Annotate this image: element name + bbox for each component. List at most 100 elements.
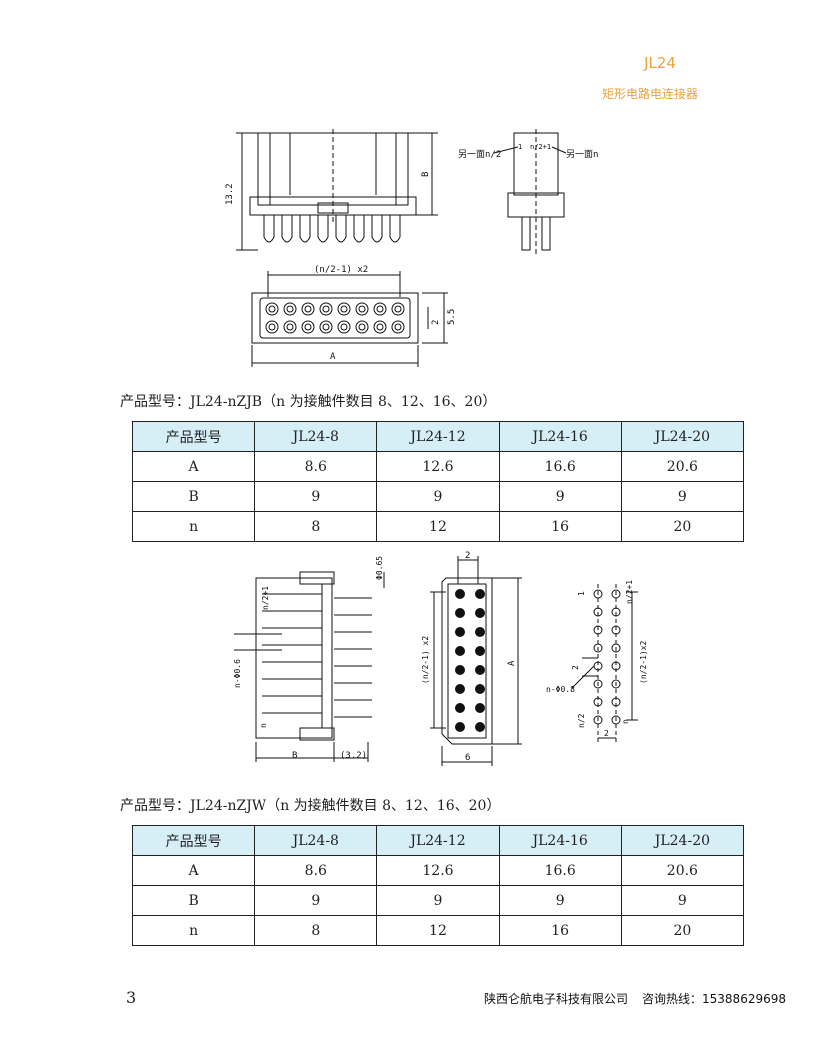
spec-table-nzjb: 产品型号 JL24-8 JL24-12 JL24-16 JL24-20 A 8.… bbox=[131, 421, 745, 542]
contact-hole bbox=[455, 608, 465, 618]
contact-hole bbox=[455, 646, 465, 656]
contact-hole-inner bbox=[322, 305, 330, 313]
table-cell: 9 bbox=[376, 481, 500, 512]
header-cell: JL24-8 bbox=[254, 825, 378, 856]
table-cell: 9 bbox=[254, 885, 378, 916]
contact-hole-inner bbox=[340, 305, 348, 313]
pin-contact bbox=[299, 215, 311, 243]
contact-hole bbox=[283, 320, 297, 334]
table-cell: B bbox=[131, 885, 256, 916]
pcb-hole bbox=[611, 625, 621, 635]
dim-a-label: A bbox=[330, 352, 336, 362]
contact-hole bbox=[455, 665, 465, 675]
contact-hole-inner bbox=[358, 305, 366, 313]
table-row: n 8 12 16 20 bbox=[131, 511, 745, 542]
table-cell: 12 bbox=[376, 915, 500, 946]
table-cell: 16.6 bbox=[498, 855, 622, 886]
dim-width-label: 5.5 bbox=[447, 309, 457, 325]
contact-hole bbox=[475, 608, 485, 618]
contact-hole bbox=[475, 665, 485, 675]
table-row: n 8 12 16 20 bbox=[131, 915, 745, 946]
table-row: B 9 9 9 9 bbox=[131, 481, 745, 512]
table-cell: 20.6 bbox=[620, 451, 745, 482]
table-cell: A bbox=[131, 451, 256, 482]
pcb-hole: n-Φ0.8 bbox=[546, 685, 575, 694]
table-cell: 12 bbox=[376, 511, 500, 542]
header-cell: JL24-16 bbox=[498, 421, 622, 452]
side-label-left: 另一面n/2 bbox=[458, 149, 501, 160]
table-cell: A bbox=[131, 855, 256, 886]
dim-b-label: B bbox=[421, 172, 431, 177]
hotline: 咨询热线：15388629698 bbox=[642, 992, 786, 1006]
pcb-hole bbox=[593, 661, 603, 671]
front-pitch: (n/2-1) x2 bbox=[421, 636, 430, 684]
contact-hole bbox=[355, 302, 369, 316]
table-cell: 8.6 bbox=[254, 855, 378, 886]
table-cell: n bbox=[131, 915, 256, 946]
contact-hole-inner bbox=[286, 305, 294, 313]
pin-contact bbox=[335, 215, 347, 243]
caption-nzjw: 产品型号：JL24-nZJW（n 为接触件数目 8、12、16、20） bbox=[120, 798, 501, 814]
caption-nzjb: 产品型号：JL24-nZJB（n 为接触件数目 8、12、16、20） bbox=[120, 394, 497, 410]
label-n2p1: n/2+1 bbox=[261, 586, 270, 610]
pcb-hole bbox=[593, 715, 603, 725]
table-row: B 9 9 9 9 bbox=[131, 885, 745, 916]
contact-hole bbox=[355, 320, 369, 334]
header-cell: JL24-12 bbox=[376, 825, 500, 856]
pcb-hole bbox=[611, 697, 621, 707]
table-cell: 9 bbox=[620, 885, 745, 916]
pcb-hole bbox=[593, 679, 603, 689]
pin-contact bbox=[389, 215, 401, 243]
side-pin-mid: n/2+1 bbox=[530, 143, 551, 151]
contact-hole bbox=[301, 320, 315, 334]
pcb-n: n bbox=[621, 719, 630, 724]
table-cell: 9 bbox=[376, 885, 500, 916]
table-cell: 12.6 bbox=[376, 451, 500, 482]
table-cell: 16.6 bbox=[498, 451, 622, 482]
footer-company: 陕西仑航电子科技有限公司咨询热线：15388629698 bbox=[484, 990, 786, 1007]
contact-hole-inner bbox=[268, 305, 276, 313]
pcb-1: 1 bbox=[577, 591, 586, 596]
contact-hole bbox=[391, 320, 405, 334]
table-cell: 12.6 bbox=[376, 855, 500, 886]
contact-hole bbox=[475, 646, 485, 656]
contact-hole bbox=[265, 320, 279, 334]
header-subtitle: 矩形电路电连接器 bbox=[601, 87, 698, 101]
contact-hole bbox=[319, 302, 333, 316]
table-cell: 16 bbox=[498, 915, 622, 946]
contact-hole bbox=[373, 302, 387, 316]
dim-row-label: 2 bbox=[431, 320, 441, 325]
pin-contact bbox=[281, 215, 293, 243]
drawing-jl24-nzjw: n/2+1 n-Φ0.6 n Φ0.65 B (3.2) 2 (n/2-1) x… bbox=[233, 551, 648, 766]
contact-hole bbox=[391, 302, 405, 316]
pcb-hole bbox=[593, 607, 603, 617]
contact-hole bbox=[337, 320, 351, 334]
contact-hole bbox=[475, 722, 485, 732]
pcb-hole bbox=[593, 625, 603, 635]
table-cell: 9 bbox=[254, 481, 378, 512]
pin-contact bbox=[353, 215, 365, 243]
pcb-hole bbox=[593, 697, 603, 707]
page-number: 3 bbox=[126, 988, 137, 1007]
pcb-n2: n/2 bbox=[577, 713, 586, 728]
contact-hole bbox=[455, 627, 465, 637]
contact-hole bbox=[475, 703, 485, 713]
contact-hole bbox=[455, 684, 465, 694]
pcb-2h: 2 bbox=[604, 729, 609, 738]
header-cell: JL24-20 bbox=[620, 421, 745, 452]
contact-hole-inner bbox=[286, 323, 294, 331]
header-cell: JL24-16 bbox=[498, 825, 622, 856]
table-cell: 8 bbox=[254, 511, 378, 542]
contact-hole-inner bbox=[394, 323, 402, 331]
table-cell: 8.6 bbox=[254, 451, 378, 482]
table-row: A 8.6 12.6 16.6 20.6 bbox=[131, 855, 745, 886]
table-cell: 9 bbox=[498, 481, 622, 512]
dim-32: (3.2) bbox=[340, 751, 367, 761]
table-header-row: 产品型号 JL24-8 JL24-12 JL24-16 JL24-20 bbox=[131, 825, 745, 856]
contact-hole-inner bbox=[304, 305, 312, 313]
table-header-row: 产品型号 JL24-8 JL24-12 JL24-16 JL24-20 bbox=[131, 421, 745, 452]
contact-hole-inner bbox=[268, 323, 276, 331]
contact-hole bbox=[455, 722, 465, 732]
contact-hole-inner bbox=[376, 323, 384, 331]
table-cell: 9 bbox=[498, 885, 622, 916]
